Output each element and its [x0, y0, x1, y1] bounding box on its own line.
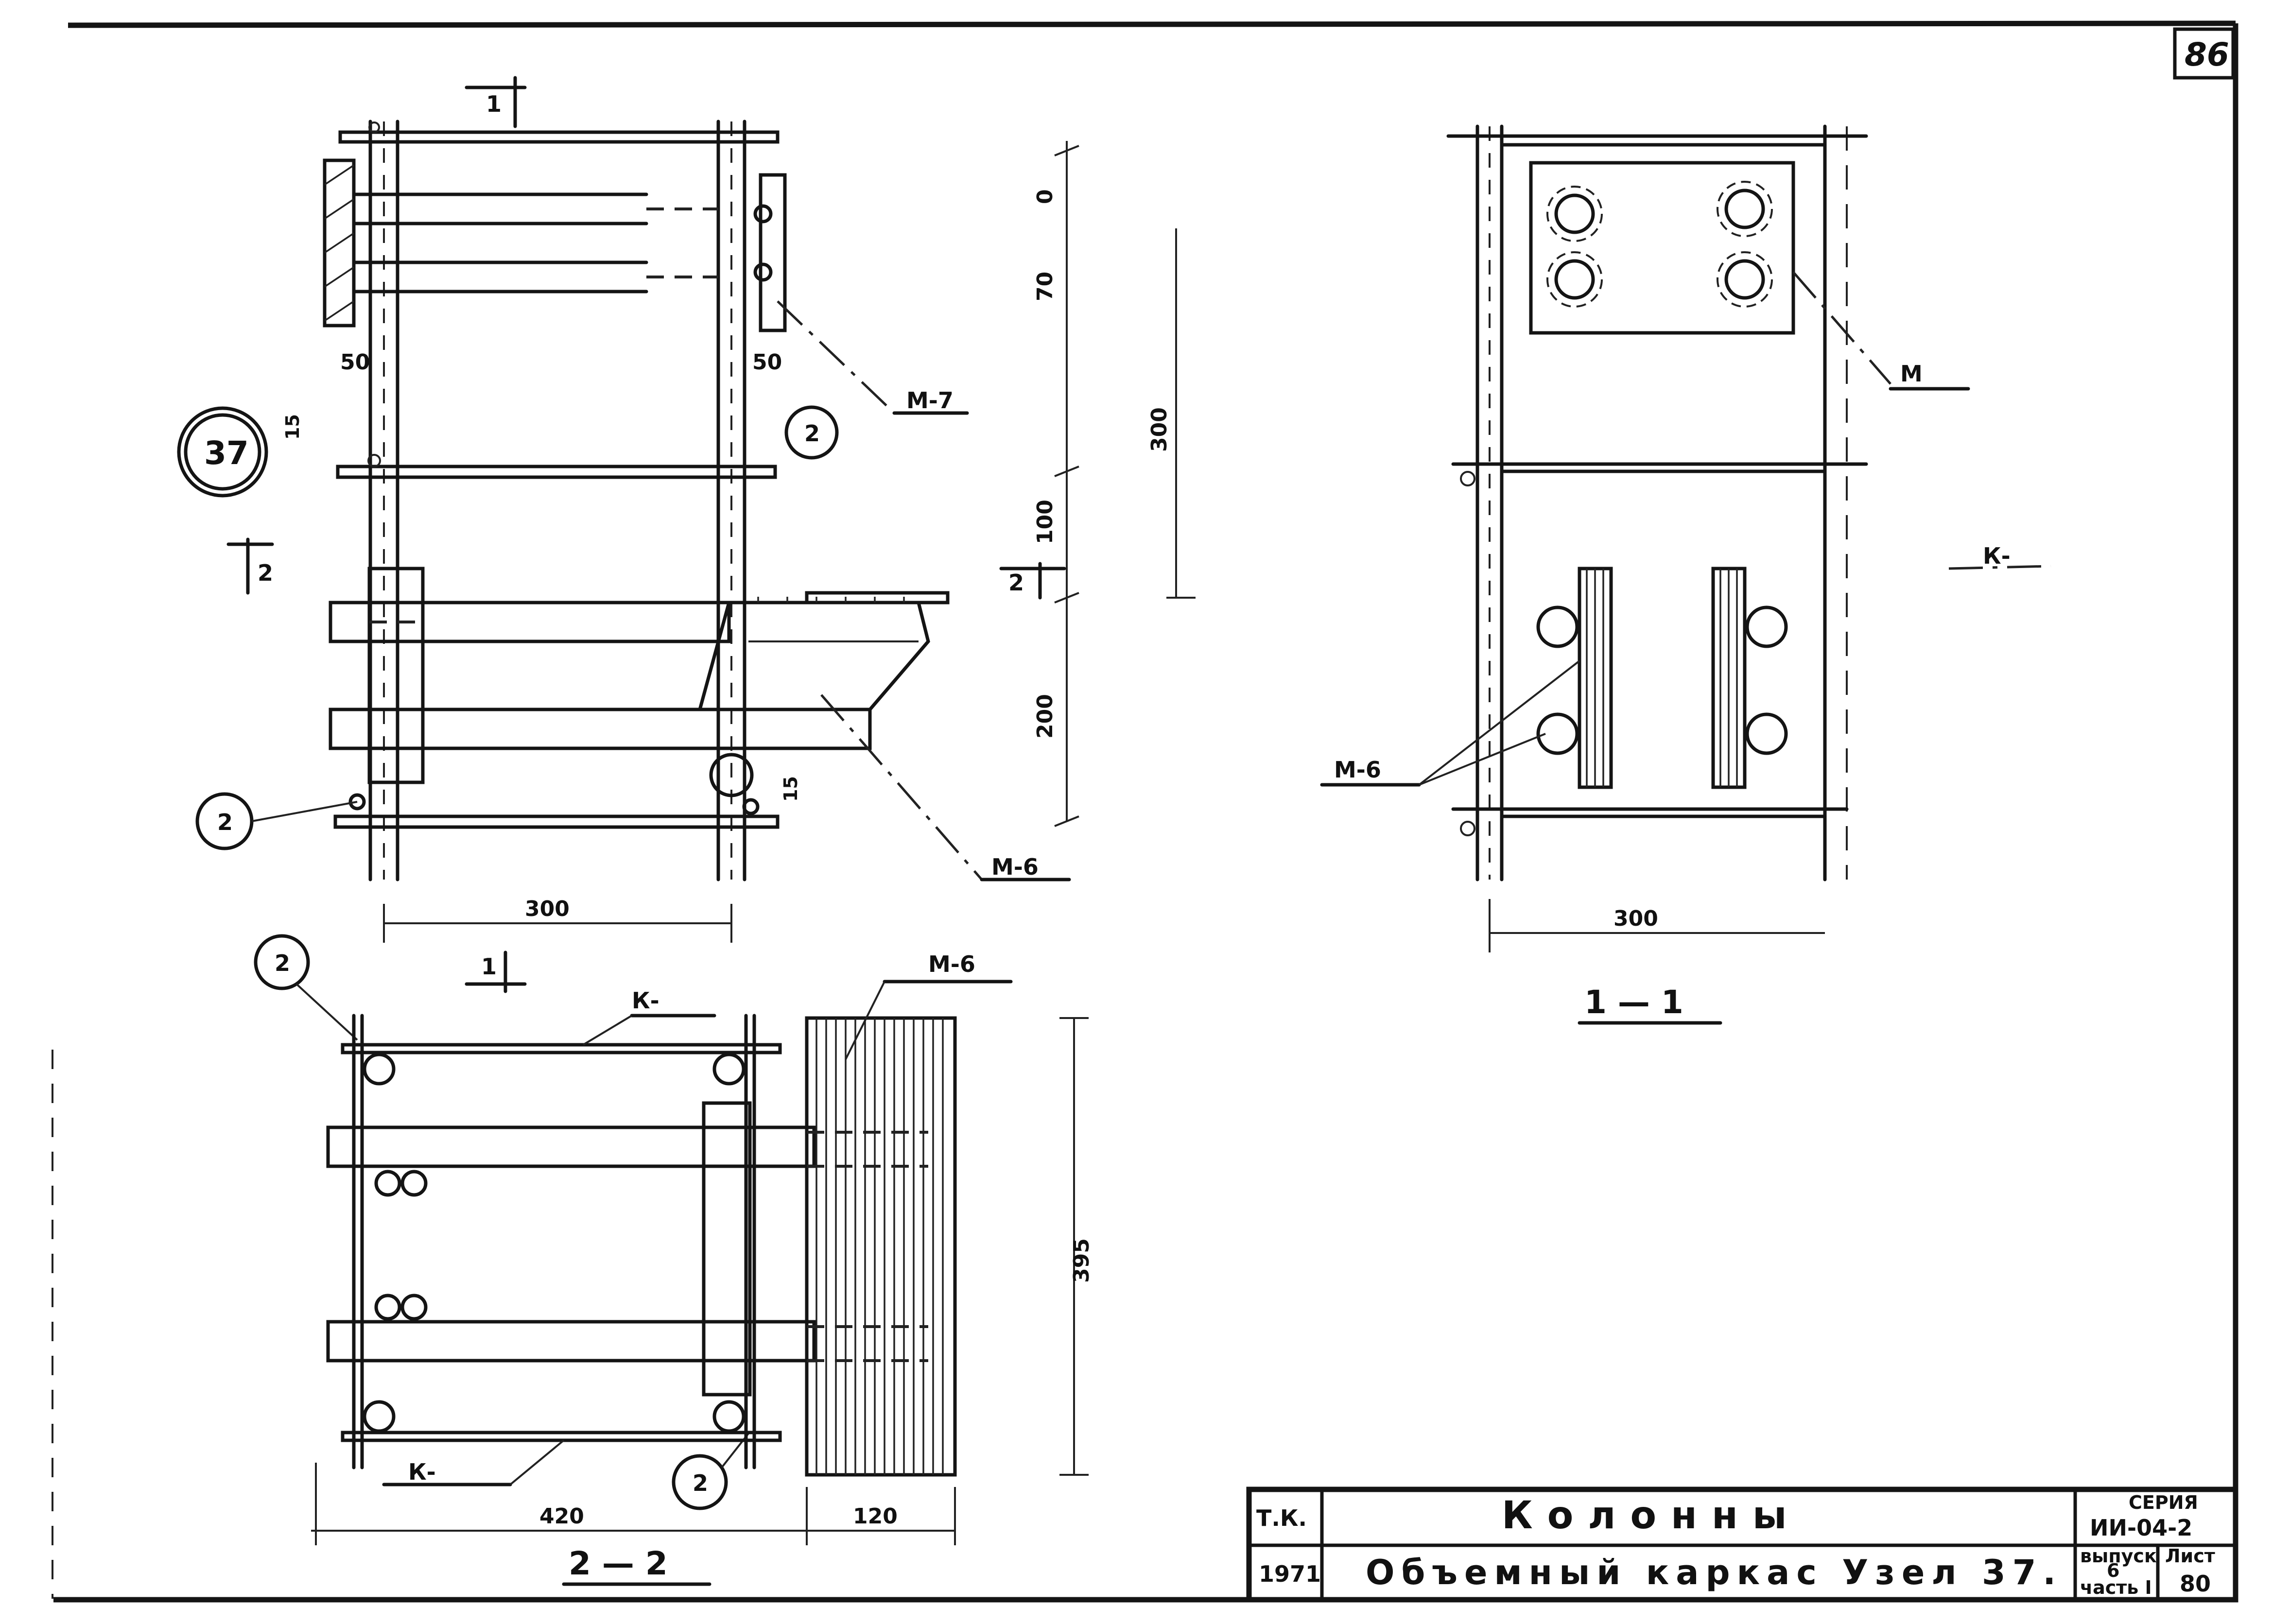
- sheet-frame: [52, 20, 2238, 1603]
- section-1-1-view: [1320, 124, 2051, 1025]
- tb-issue-label: выпуск: [2080, 1545, 2157, 1567]
- dim-15-top: 15: [282, 414, 303, 440]
- tb-title-sub: Объемный каркас Узел 37.: [1366, 1553, 2063, 1592]
- title-block: [1246, 1486, 2238, 1603]
- tb-year: 1971: [1259, 1561, 1321, 1587]
- section-2-2-title: 2 — 2: [569, 1545, 668, 1582]
- dim-200: 200: [1033, 694, 1058, 739]
- tb-part-label: часть I: [2080, 1577, 2152, 1598]
- elevation-view: [323, 120, 950, 881]
- tb-series-label: СЕРИЯ: [2129, 1492, 2198, 1513]
- tb-issue-value: 6: [2107, 1560, 2119, 1581]
- dim-0: 0: [1033, 189, 1058, 204]
- elevation-dimensions: [226, 76, 1196, 993]
- dim-300-elev: 300: [525, 897, 570, 921]
- section-1-1-title: 1 — 1: [1584, 984, 1683, 1021]
- dim-120: 120: [853, 1504, 898, 1529]
- dim-70: 70: [1033, 272, 1058, 301]
- dim-15-bottom: 15: [780, 776, 801, 802]
- pos-2-c: 2: [275, 950, 290, 976]
- dim-100: 100: [1033, 500, 1058, 544]
- block-hatch: [815, 1018, 944, 1475]
- node-marker: [177, 406, 268, 498]
- section-2-2-view: [311, 980, 1089, 1586]
- page-number: 86: [2185, 36, 2229, 73]
- pos-2-d: 2: [693, 1470, 708, 1496]
- tb-code-label: Т.К.: [1256, 1505, 1307, 1531]
- label-k-sec: К-: [1983, 543, 2011, 569]
- tb-series-value: ИИ-04-2: [2090, 1515, 2192, 1541]
- pos-2-a: 2: [804, 420, 820, 447]
- section-mark-2-right: 2: [1008, 570, 1024, 596]
- dim-50-left: 50: [340, 350, 370, 375]
- label-m6-sec: М-6: [1334, 757, 1381, 783]
- position-callouts: [195, 405, 839, 1510]
- bracket-hatch-ticks: [757, 597, 905, 603]
- tb-sheet-label: Лист: [2165, 1545, 2215, 1567]
- section-mark-2-left: 2: [258, 560, 273, 586]
- pos-2-b: 2: [217, 809, 233, 835]
- dim-50-right: 50: [752, 350, 782, 375]
- corner-rods: [363, 1053, 746, 1433]
- tb-sheet-value: 80: [2180, 1571, 2211, 1597]
- label-m6-plan: М-6: [928, 951, 975, 977]
- dim-300-sec: 300: [1613, 906, 1658, 931]
- section-mark-1-top: 1: [486, 91, 502, 117]
- label-m-sec: М: [1900, 361, 1923, 387]
- label-m6-elev: М-6: [991, 854, 1039, 880]
- dim-395: 395: [1069, 1238, 1094, 1283]
- plate-bolts: [1546, 181, 1773, 308]
- section-mark-1-bottom: 1: [481, 953, 497, 980]
- bars-hatch: [1586, 569, 1738, 787]
- dim-420: 420: [539, 1504, 584, 1529]
- label-m7: М-7: [906, 387, 954, 414]
- label-k-plan-top: К-: [632, 987, 659, 1014]
- tb-title-main: Колонны: [1502, 1494, 1801, 1538]
- dim-300-vert: 300: [1147, 407, 1172, 452]
- node-marker-label: 37: [204, 434, 249, 472]
- top-left-plate-hatch: [324, 164, 354, 322]
- label-k-plan-bottom: К-: [408, 1459, 436, 1485]
